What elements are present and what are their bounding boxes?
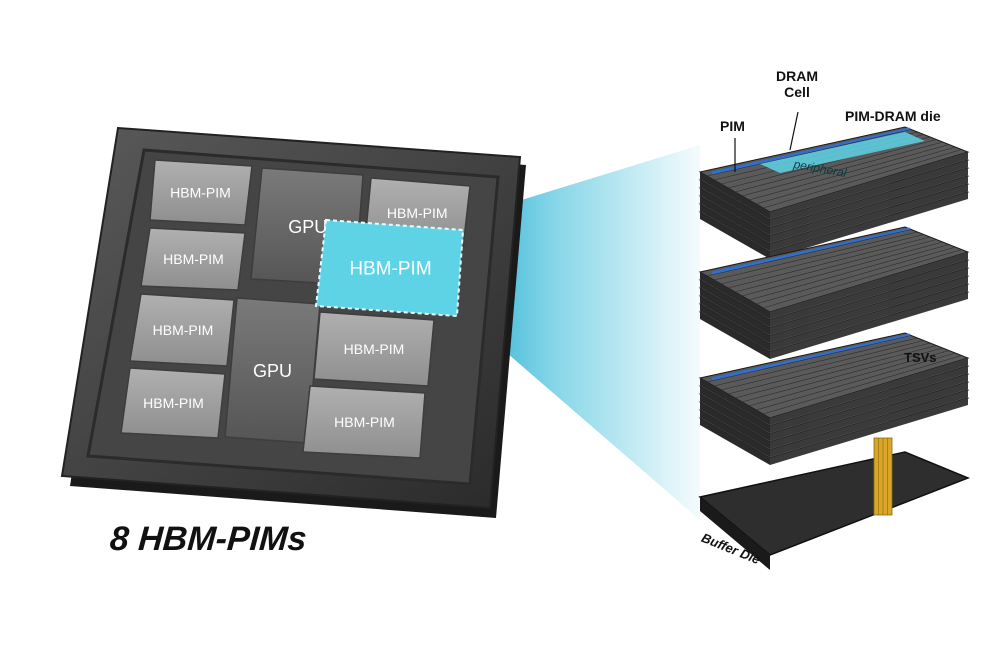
dram-die-g3-l1-cell-line <box>706 335 912 383</box>
dram-die-g3-l1-cell-line <box>727 342 931 395</box>
dram-die-g1-l1-cell-line <box>734 139 937 193</box>
dram-die-g1-l1-cell-line <box>706 129 912 177</box>
dram-die-g2-l1-cell-line <box>741 241 943 297</box>
dram-die-g1-l2-edge-right <box>770 160 968 227</box>
dram-die-g3-l1-cell-line <box>755 352 956 411</box>
dram-die-g2-l1-pim-stripe <box>711 227 911 275</box>
dram-die-g1-l4-edge-left <box>700 196 770 243</box>
dram-die-g1-l1-cell-line <box>762 149 962 209</box>
hbm-pim-tile-5-label: HBM-PIM <box>153 322 214 338</box>
dram-die-g1-l1-peripheral-block <box>760 132 925 173</box>
dram-die-g2-l4-edge-left <box>700 296 770 343</box>
hbm-pim-tile-1-label: HBM-PIM <box>170 185 231 201</box>
dram-die-g2-l6-edge-right <box>770 292 968 359</box>
dram-die-g3-l1-edge-right <box>770 358 968 425</box>
dram-die-g1-l1-cell-line <box>748 144 950 201</box>
dram-die-g2-l1 <box>698 226 970 319</box>
dram-die-g1-l1-edge-left <box>700 172 770 219</box>
hbm-pim-tile-6 <box>313 311 435 387</box>
pim-label: PIM <box>720 118 745 134</box>
dram-die-g1-l5-edge-right <box>770 184 968 251</box>
hbm-pim-tile-7 <box>120 367 226 439</box>
dram-die-g2-l1-edge-right <box>770 252 968 319</box>
hbm-pim-tile-5 <box>129 293 235 367</box>
hbm-pim-tile-1 <box>149 159 253 226</box>
dram-die-g1-l1 <box>698 126 970 219</box>
hbm-pim-tile-2 <box>140 227 246 291</box>
dram-die-g1-l2-edge-left <box>700 180 770 227</box>
dram-die-g2-l1-cell-line <box>720 234 924 285</box>
hbm-pim-tile-8 <box>302 385 426 459</box>
dram-die-g3-l1 <box>698 332 970 425</box>
dram-die-g1-l1-cell-line <box>755 146 956 205</box>
dram-die-g3-l6-edge-left <box>700 418 770 465</box>
dram-die-g3-l1-cell-line <box>748 350 950 407</box>
dram-die-g2-l2-edge-left <box>700 280 770 327</box>
dram-die-g3-l3-edge-right <box>770 374 968 441</box>
dram-die-g2-l1-cell-line <box>748 244 950 301</box>
dram-die-g3-l5-edge-left <box>700 410 770 457</box>
dram-die-g2-l6-edge-left <box>700 312 770 359</box>
dram-cell-leader <box>789 111 799 151</box>
dram-die-g3-l2-edge-right <box>770 366 968 433</box>
dram-die-g3-l4-edge-right <box>770 382 968 449</box>
gpu-die-2-label: GPU <box>253 361 292 381</box>
dram-die-g3-l3-edge-left <box>700 394 770 441</box>
dram-die-g3-l1-cell-line <box>741 347 943 403</box>
dram-label-line1: DRAM <box>776 68 818 84</box>
dram-die-g2-l3-edge-right <box>770 268 968 335</box>
dram-die-g1-l6-edge-right <box>770 192 968 259</box>
dram-die-g2-l5-edge-right <box>770 284 968 351</box>
dram-die-g1-l1-pim-stripe <box>711 127 911 175</box>
dram-die-g3-l1-edge-left <box>700 378 770 425</box>
buffer-die-edge <box>700 497 770 570</box>
chip-caption: 8 HBM-PIMs <box>108 520 308 558</box>
dram-die-g1-l1-cell-line <box>741 141 943 197</box>
dram-die-g3-l5-edge-right <box>770 390 968 457</box>
dram-die-g2-l1-cell-line <box>713 231 918 281</box>
dram-die-g3-l4-edge-left <box>700 402 770 449</box>
dram-die-g2-l1-cell-line <box>734 239 937 293</box>
dram-die-g3-l6-edge-right <box>770 398 968 465</box>
dram-die-g2-l1-cell-line <box>762 249 962 309</box>
dram-die-g3-l1-pim-stripe <box>711 333 911 381</box>
dram-cell-label: DRAM Cell <box>776 68 818 100</box>
dram-die-g3-l2-edge-left <box>700 386 770 433</box>
dram-die-g2-l4-edge-right <box>770 276 968 343</box>
dram-die-g3-l1-cell-line <box>762 355 962 415</box>
dram-die-g2-l1-cell-line <box>727 236 931 289</box>
pim-dram-die-label: PIM-DRAM die <box>845 108 941 124</box>
dram-die-g1-l6-edge-left <box>700 212 770 259</box>
hbm-pim-tile-2-label: HBM-PIM <box>163 251 224 267</box>
zoom-beam <box>463 145 700 520</box>
dram-die-g2-l5-edge-left <box>700 304 770 351</box>
dram-die-g2-l1-edge-left <box>700 272 770 319</box>
dram-die-g3-l1-cell-line <box>720 340 924 391</box>
dram-die-g2-l1-cell-line <box>755 246 956 305</box>
hbm-pim-tile-highlighted-label: HBM-PIM <box>349 259 431 280</box>
dram-die-g1-l1-edge-right <box>770 152 968 219</box>
dram-die-g3-l1-cell-line <box>713 337 918 387</box>
dram-die-g1-l3-edge-right <box>770 168 968 235</box>
dram-die-g1-l4-edge-right <box>770 176 968 243</box>
hbm-pim-tile-3-label: HBM-PIM <box>387 205 448 221</box>
cell-label-line2: Cell <box>784 84 810 100</box>
tsvs-label: TSVs <box>904 350 937 365</box>
dram-die-g1-l3-edge-left <box>700 188 770 235</box>
hbm-pim-tile-6-label: HBM-PIM <box>344 341 405 357</box>
hbm-pim-tile-highlighted <box>314 218 465 318</box>
gpu-die-1-label: GPU <box>288 217 327 237</box>
dram-die-g3-l1-cell-line <box>734 345 937 399</box>
dram-die-g2-l1-cell-line <box>706 229 912 277</box>
dram-die-g2-l2-edge-right <box>770 260 968 327</box>
hbm-pim-tile-7-label: HBM-PIM <box>143 395 204 411</box>
hbm-pim-tile-8-label: HBM-PIM <box>334 414 395 430</box>
dram-die-g1-l5-edge-left <box>700 204 770 251</box>
dram-die-g2-l3-edge-left <box>700 288 770 335</box>
